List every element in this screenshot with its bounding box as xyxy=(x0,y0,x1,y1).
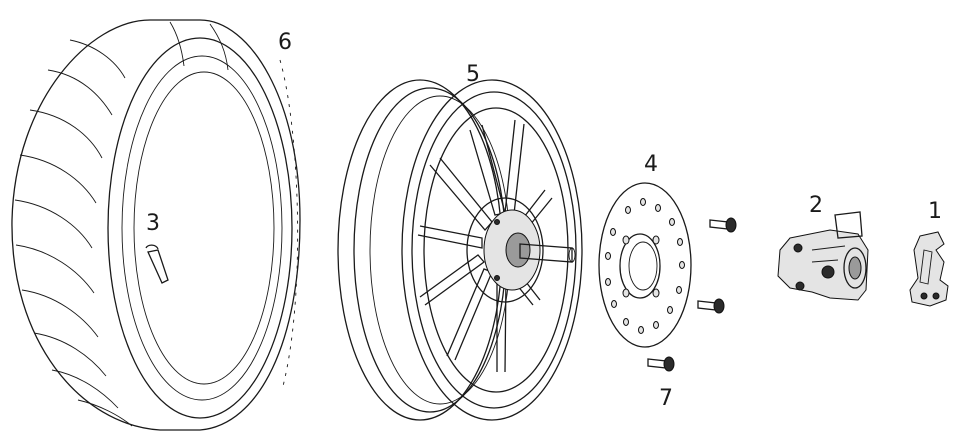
valve-stem xyxy=(145,244,169,284)
callout-4: 4 xyxy=(644,152,658,177)
callout-7: 7 xyxy=(659,386,673,411)
bolt-top xyxy=(709,217,737,233)
bolts xyxy=(647,217,737,372)
wheel-rim xyxy=(337,79,583,421)
brake-disc xyxy=(598,182,692,348)
callout-6: 6 xyxy=(278,30,292,55)
callout-1: 1 xyxy=(928,199,942,224)
brake-pads xyxy=(909,231,949,307)
callout-3: 3 xyxy=(146,211,160,236)
bolt-middle xyxy=(697,298,725,314)
brake-caliper xyxy=(777,211,869,301)
callout-2: 2 xyxy=(809,193,823,218)
bolt-bottom xyxy=(647,356,675,372)
callout-5: 5 xyxy=(466,62,480,87)
tire xyxy=(11,19,301,431)
